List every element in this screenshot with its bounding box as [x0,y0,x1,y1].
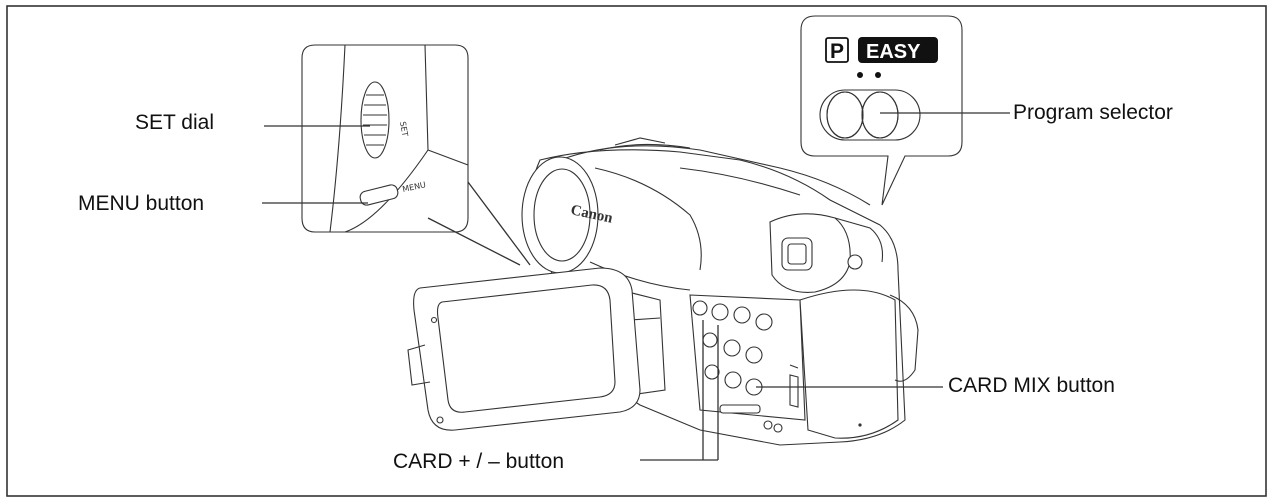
lcd-screen [407,267,641,431]
side-button[interactable] [711,303,729,321]
card-plus-button[interactable] [704,364,720,380]
card-minus-button[interactable] [724,371,742,389]
mode-dot-easy [875,72,881,78]
mode-easy-badge [858,37,938,63]
label-menu-button: MENU button [78,192,204,215]
program-selector-inset: P EASY [800,15,963,206]
label-set-dial: SET dial [135,111,214,134]
mode-p-text: P [830,40,844,63]
menu-button-control[interactable] [359,184,399,207]
side-control-panel [689,294,806,433]
viewfinder [769,213,884,293]
program-selector-switch[interactable] [819,89,921,141]
label-card-plus-minus-button: CARD + / – button [393,450,564,473]
side-button[interactable] [702,332,718,348]
set-tiny-label: SET [398,121,409,137]
callout-lines [262,112,1010,461]
side-button[interactable] [755,313,773,331]
side-button[interactable] [723,339,741,357]
mode-p-badge [825,37,849,63]
label-program-selector: Program selector [1013,101,1173,124]
side-button[interactable] [745,346,763,364]
label-card-mix-button: CARD MIX button [948,374,1115,397]
diagram-frame [6,5,1267,497]
side-button[interactable] [692,300,708,316]
side-button[interactable] [733,306,751,324]
set-dial-inset: SET MENU [301,44,531,266]
mode-dot-p [857,72,863,78]
mode-easy-text: EASY [866,41,921,63]
set-dial-control[interactable] [360,81,390,159]
